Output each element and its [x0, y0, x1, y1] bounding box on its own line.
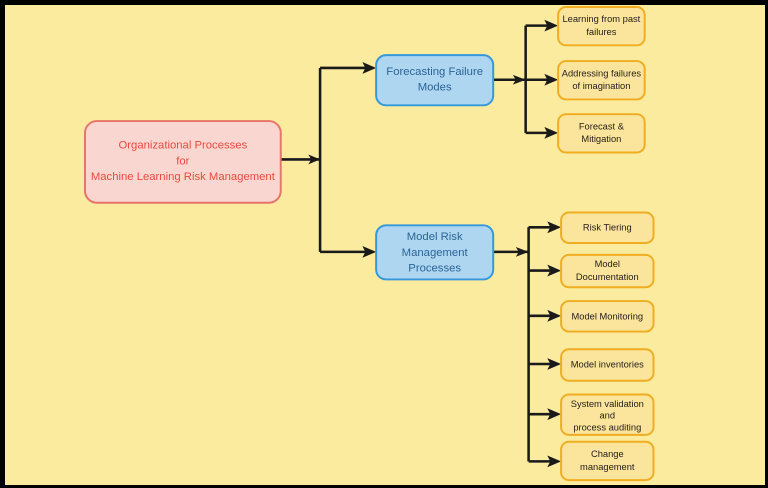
arrowhead-model-inventories — [547, 358, 562, 370]
node-model-inventories[interactable]: Model inventories — [560, 348, 655, 382]
node-system-validation-and-process-auditing-line-1: System validation — [571, 399, 644, 409]
node-model-documentation-line-2: Documentation — [576, 272, 639, 282]
node-change-management-line-1: Change — [591, 449, 624, 459]
node-model-risk-management-processes-line-2: Management — [402, 247, 469, 259]
arrowhead-learning-from-past-failures — [544, 19, 559, 32]
node-system-validation-and-process-auditing-line-2: and — [600, 411, 616, 421]
node-learning-from-past-failures-line-1: Learning from past — [563, 14, 641, 24]
node-learning-from-past-failures-box[interactable] — [557, 5, 646, 47]
node-risk-tiering[interactable]: Risk Tiering — [560, 211, 655, 245]
arrowhead-risk-tiering — [547, 221, 562, 234]
node-model-risk-management-processes[interactable]: Model Risk Management Processes — [375, 224, 495, 281]
node-model-monitoring-line-1: Model Monitoring — [572, 311, 644, 321]
arrowhead-forecasting-subtrunk — [512, 74, 526, 85]
node-risk-tiering-box[interactable] — [560, 211, 655, 245]
node-model-documentation-box[interactable] — [560, 253, 655, 289]
arrowhead-system-validation-and-process-auditing — [547, 408, 562, 421]
node-forecasting-failure-modes-box[interactable] — [375, 54, 495, 107]
node-change-management[interactable]: Change management — [560, 440, 655, 482]
node-system-validation-and-process-auditing[interactable]: System validation and process auditing — [560, 393, 655, 436]
node-forecast-and-mitigation-line-1: Forecast & — [579, 121, 625, 131]
arrowhead-model-risk-subtrunk — [515, 246, 529, 257]
arrowhead-model-monitoring — [547, 309, 562, 322]
node-forecast-and-mitigation[interactable]: Forecast & Mitigation — [557, 113, 646, 154]
node-addressing-failures-of-imagination-box[interactable] — [557, 60, 646, 101]
node-root-line-1: Organizational Processes — [119, 140, 248, 152]
node-learning-from-past-failures-line-2: failures — [586, 27, 616, 37]
arrowhead-change-management — [547, 455, 562, 468]
node-change-management-box[interactable] — [560, 440, 655, 482]
node-change-management-line-2: management — [580, 462, 635, 472]
node-root-line-3: Machine Learning Risk Management — [91, 171, 276, 183]
node-forecasting-failure-modes-line-2: Modes — [418, 82, 452, 94]
node-model-risk-management-processes-box[interactable] — [375, 224, 495, 281]
node-forecast-and-mitigation-box[interactable] — [557, 113, 646, 154]
node-model-risk-management-processes-line-1: Model Risk — [407, 231, 463, 243]
node-root-line-2: for — [176, 155, 189, 167]
flowchart-canvas: Organizational Processes for Machine Lea… — [84, 5, 655, 482]
arrowhead-root-trunk — [308, 154, 321, 165]
node-addressing-failures-of-imagination-line-1: Addressing failures — [562, 68, 642, 78]
edge-group — [280, 19, 562, 468]
node-model-monitoring-box[interactable] — [560, 300, 655, 333]
node-forecasting-failure-modes[interactable]: Forecasting Failure Modes — [375, 54, 495, 107]
node-system-validation-and-process-auditing-line-3: process auditing — [573, 422, 641, 432]
arrowhead-forecast-and-mitigation — [544, 126, 559, 139]
node-addressing-failures-of-imagination-line-2: of imagination — [572, 81, 630, 91]
node-system-validation-and-process-auditing-box[interactable] — [560, 393, 655, 436]
node-risk-tiering-line-1: Risk Tiering — [583, 223, 632, 233]
arrowhead-addressing-failures-of-imagination — [544, 73, 559, 86]
node-model-inventories-line-1: Model inventories — [571, 359, 644, 369]
node-model-documentation-line-1: Model — [595, 259, 620, 269]
node-model-inventories-box[interactable] — [560, 348, 655, 382]
node-forecast-and-mitigation-line-2: Mitigation — [581, 134, 621, 144]
node-forecasting-failure-modes-line-1: Forecasting Failure — [386, 66, 483, 78]
node-root[interactable]: Organizational Processes for Machine Lea… — [84, 120, 282, 204]
arrowhead-forecasting — [362, 62, 377, 74]
arrowhead-model-documentation — [547, 264, 562, 277]
node-model-risk-management-processes-line-3: Processes — [408, 263, 461, 275]
node-model-monitoring[interactable]: Model Monitoring — [560, 300, 655, 333]
node-learning-from-past-failures[interactable]: Learning from past failures — [557, 5, 646, 47]
arrowhead-model-risk — [362, 245, 377, 258]
node-root-box[interactable] — [84, 120, 282, 204]
node-addressing-failures-of-imagination[interactable]: Addressing failures of imagination — [557, 60, 646, 101]
node-model-documentation[interactable]: Model Documentation — [560, 253, 655, 289]
